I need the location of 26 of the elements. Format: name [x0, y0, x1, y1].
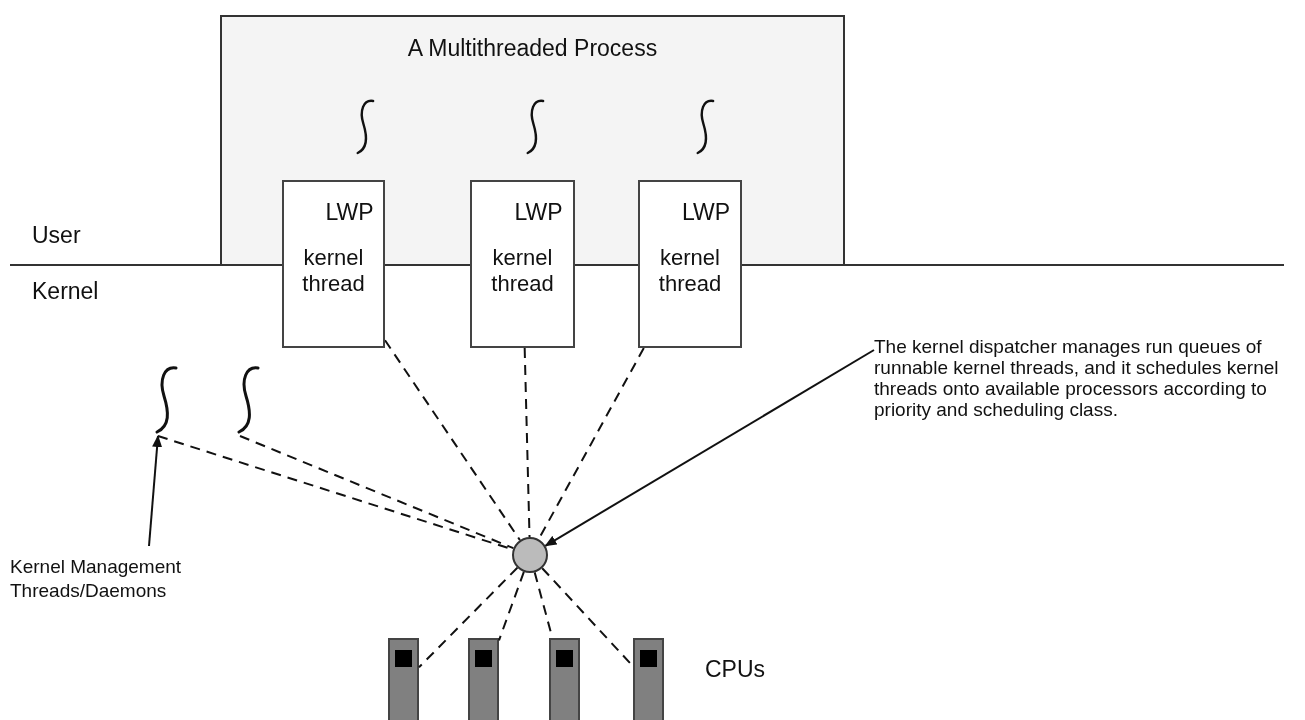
kernel-thread-label: kernel thread [657, 244, 723, 297]
dashed-connector [418, 566, 519, 669]
cpu-box [549, 638, 580, 720]
kernel-thread-label: kernel thread [490, 244, 555, 297]
arrow [148, 435, 163, 547]
dashed-connector [384, 339, 521, 542]
region-label: CPUs [705, 655, 766, 684]
lwp-label: LWP [680, 198, 731, 227]
lwp-label: LWP [513, 198, 563, 227]
arrow [544, 349, 875, 547]
process-title: A Multithreaded Process [406, 34, 659, 63]
cpu-box [388, 638, 419, 720]
kernel-thread-label: kernel thread [301, 244, 366, 297]
annotation-text: The kernel dispatcher manages run queues of runnable kernel threads, and it schedules kernel threads onto available processors according to priority and scheduling class. [874, 336, 1280, 420]
dashed-connector [498, 570, 525, 642]
lwp-box [470, 180, 575, 348]
region-label: Kernel [32, 277, 99, 306]
dashed-connector [239, 435, 515, 550]
lwp-box [282, 180, 385, 348]
lwp-box [638, 180, 742, 348]
annotation-text: Kernel Management Threads/Daemons [10, 555, 183, 603]
lwp-label: LWP [324, 198, 374, 227]
cpu-box [633, 638, 664, 720]
cpu-box [468, 638, 499, 720]
region-label: User [32, 221, 81, 250]
dashed-connector [523, 347, 531, 538]
